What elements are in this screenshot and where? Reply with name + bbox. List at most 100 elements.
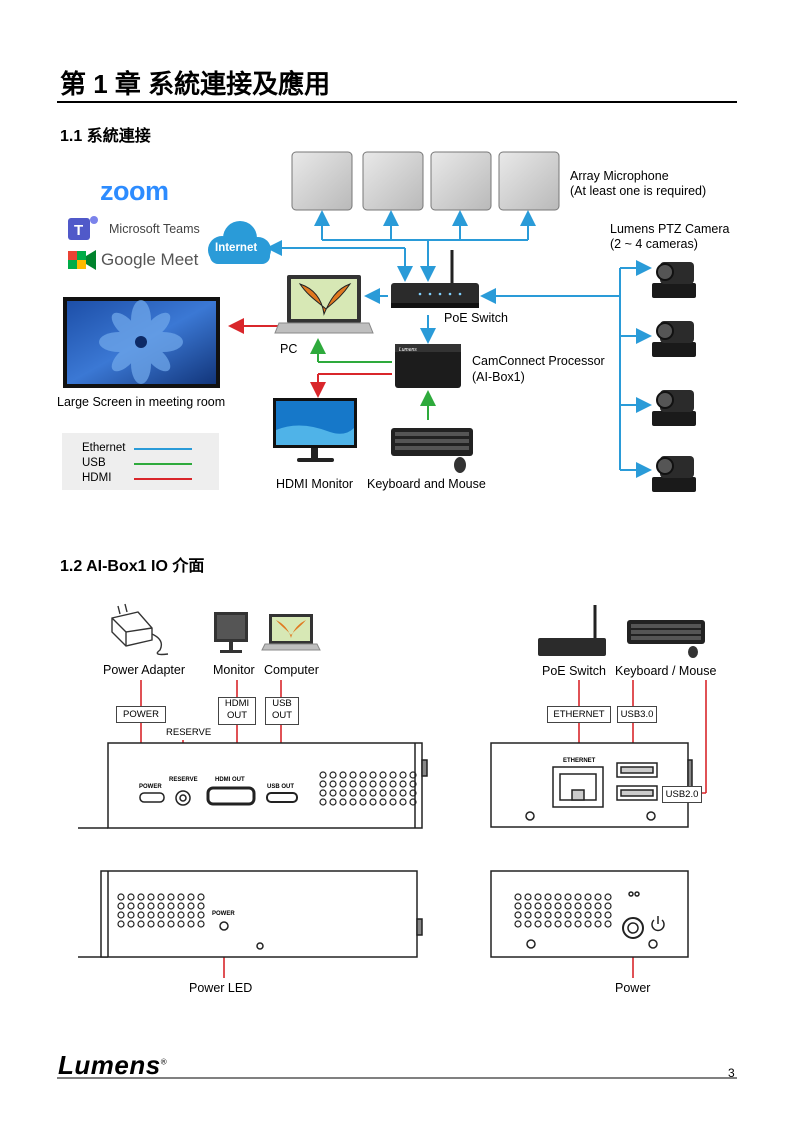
vent-hole (564, 902, 572, 910)
ai-box-back-panel (78, 870, 423, 958)
hdmi-out-port (206, 786, 256, 806)
vent-hole (514, 893, 522, 901)
vent-hole (584, 893, 592, 901)
section-title-2: 1.2 AI-Box1 IO 介面 (60, 558, 205, 575)
vent-hole (167, 902, 175, 910)
vent-hole (369, 798, 377, 806)
vent-hole (574, 902, 582, 910)
vent-hole (534, 893, 542, 901)
computer-label: Computer (264, 663, 319, 677)
power-led-label: Power LED (189, 981, 253, 995)
vent-hole (339, 789, 347, 797)
vent-hole (554, 893, 562, 901)
microsoft-teams-icon: T (68, 216, 98, 240)
array-mic-label: Array Microphone (570, 169, 669, 183)
vent-hole (379, 780, 387, 788)
vent-hole (319, 780, 327, 788)
internet-cloud-icon (208, 221, 271, 264)
vent-hole (379, 771, 387, 779)
vent-hole (554, 902, 562, 910)
array-microphone-1 (291, 151, 353, 211)
array-microphone-3 (430, 151, 492, 211)
vent-hole (117, 902, 125, 910)
vent-hole (177, 902, 185, 910)
vent-hole (554, 920, 562, 928)
svg-text:Lumens: Lumens (399, 347, 417, 353)
lumens-logo: Lumens® (58, 1050, 168, 1080)
vent-hole (127, 911, 135, 919)
vent-hole (524, 911, 532, 919)
vent-hole (339, 771, 347, 779)
vent-hole (117, 920, 125, 928)
port-label-hdmi: HDMI OUT (215, 777, 245, 783)
meet-label: Google Meet (101, 250, 199, 269)
vent-hole (409, 780, 417, 788)
vent-hole (137, 911, 145, 919)
vent-hole (137, 893, 145, 901)
vent-hole (187, 893, 195, 901)
vent-hole (389, 771, 397, 779)
usb2-callout: USB2.0 (662, 786, 702, 803)
vent-hole (534, 920, 542, 928)
vent-hole (409, 798, 417, 806)
vent-hole (564, 893, 572, 901)
vent-hole (137, 920, 145, 928)
vent-hole (594, 920, 602, 928)
vent-hole (514, 902, 522, 910)
led-label: POWER (212, 911, 235, 917)
vent-hole (534, 902, 542, 910)
poe-switch-icon-io (538, 605, 606, 656)
vent-hole (349, 798, 357, 806)
pc-laptop-icon (274, 275, 374, 334)
vent-hole (554, 911, 562, 919)
vent-hole (359, 789, 367, 797)
vent-hole (127, 920, 135, 928)
vent-holes-back (117, 893, 205, 928)
vent-hole (389, 780, 397, 788)
vent-hole (349, 789, 357, 797)
vent-hole (349, 771, 357, 779)
vent-hole (594, 902, 602, 910)
vent-hole (157, 911, 165, 919)
ethernet-callout: ETHERNET (547, 706, 611, 723)
vent-hole (574, 911, 582, 919)
large-screen-label: Large Screen in meeting room (57, 395, 226, 409)
vent-hole (187, 911, 195, 919)
vent-hole (197, 911, 205, 919)
vent-hole (167, 920, 175, 928)
vent-hole (319, 798, 327, 806)
vent-hole (147, 920, 155, 928)
vent-hole (117, 911, 125, 919)
poe-switch-io-label: PoE Switch (542, 664, 606, 678)
vent-hole (399, 780, 407, 788)
vent-holes-front (319, 771, 417, 806)
camconnect-processor-icon: Lumens (395, 344, 461, 388)
vent-hole (127, 893, 135, 901)
ptz-camera-label: Lumens PTZ Camera (610, 222, 730, 236)
port-label-usb: USB OUT (267, 784, 294, 790)
zoom-logo: zoom (100, 176, 169, 206)
vent-hole (524, 893, 532, 901)
vent-hole (544, 893, 552, 901)
processor-label: CamConnect Processor (472, 354, 605, 368)
ptz-camera-note: (2 ~ 4 cameras) (610, 237, 698, 251)
array-microphone-2 (362, 151, 424, 211)
vent-hole (197, 920, 205, 928)
ptz-camera-icon-4 (652, 456, 696, 492)
vent-hole (564, 911, 572, 919)
svg-text:T: T (74, 222, 83, 239)
vent-hole (329, 798, 337, 806)
vent-hole (604, 902, 612, 910)
vent-hole (329, 789, 337, 797)
vent-hole (409, 771, 417, 779)
section-title-1: 1.1 系統連接 (60, 128, 151, 145)
legend-hdmi: HDMI (82, 472, 112, 484)
vent-hole (177, 893, 185, 901)
vent-holes-rear (514, 893, 612, 928)
vent-hole (157, 920, 165, 928)
vent-hole (319, 789, 327, 797)
legend-usb: USB (82, 457, 106, 469)
connection-legend (62, 433, 219, 490)
vent-hole (349, 780, 357, 788)
